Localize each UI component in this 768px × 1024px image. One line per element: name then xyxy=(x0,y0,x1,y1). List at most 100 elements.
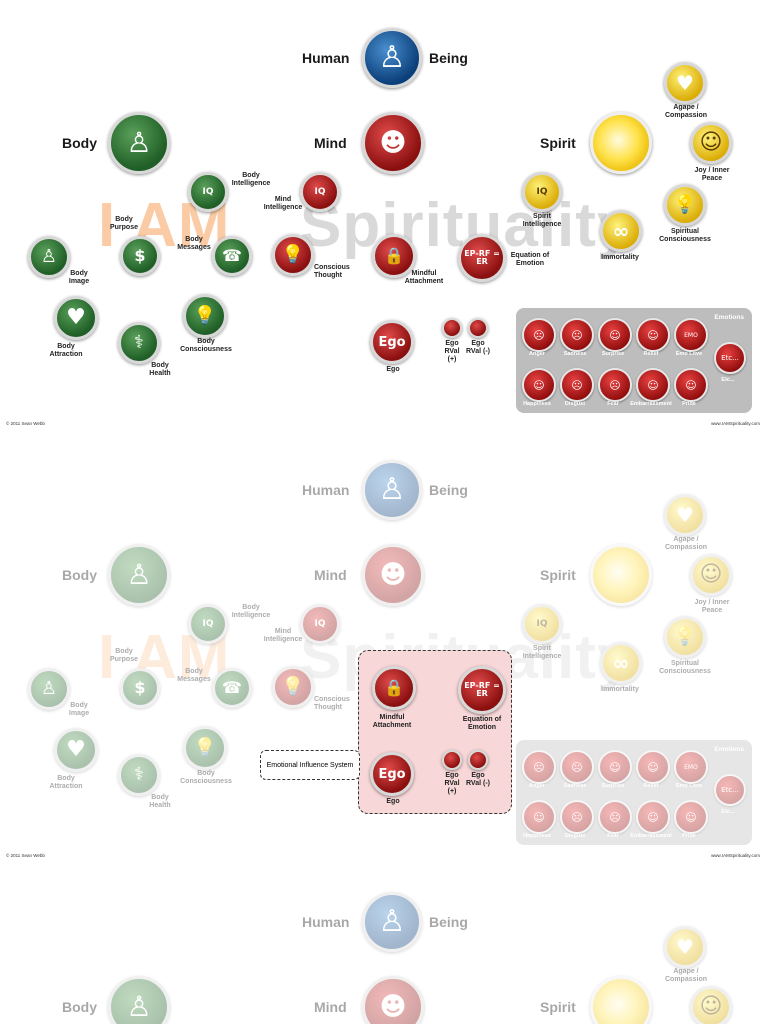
joy-smiley-icon: ☺ xyxy=(690,554,732,596)
disgust-label: Disgust xyxy=(564,833,586,839)
spiritual-consciousness-label: Spiritual Consciousness xyxy=(659,660,711,675)
etc-icon: Etc... xyxy=(714,342,746,374)
immortality-label: Immortality xyxy=(601,254,639,261)
anger-face-icon: ☹ xyxy=(522,750,556,784)
emo-love-label: Emo Love xyxy=(675,783,703,789)
title-human: Human xyxy=(302,482,350,498)
mind-intelligence-icon: IQ xyxy=(300,172,340,212)
spiritual-consciousness-label: Spiritual Consciousness xyxy=(659,228,711,243)
heading-body: Body xyxy=(62,567,97,583)
anger-face-icon: ☹ xyxy=(522,318,556,352)
body-health-label: Body Health xyxy=(149,794,171,809)
human-figure-icon: ♙ xyxy=(362,28,422,88)
mind-intelligence-icon: IQ xyxy=(300,604,340,644)
happiness-label: Happiness xyxy=(523,833,551,839)
fear-label: Fear xyxy=(607,833,619,839)
happiness-label: Happiness xyxy=(523,401,551,407)
emotions-title: Emotions xyxy=(714,746,744,753)
spirit-sun-icon xyxy=(590,112,652,174)
mind-head-icon: ☻ xyxy=(362,976,424,1024)
embarrassment-label: Embarrassment xyxy=(630,833,672,839)
mindful-attachment-label: Mindful Attachment xyxy=(372,714,412,729)
etc-label: Etc... xyxy=(721,377,735,383)
meditation-icon: ♙ xyxy=(108,976,170,1024)
body-attraction-label: Body Attraction xyxy=(49,775,83,790)
sadness-face-icon: ☹ xyxy=(560,750,594,784)
ego-label: Ego xyxy=(386,366,400,373)
sadness-face-icon: ☹ xyxy=(560,318,594,352)
infinity-icon: ∞ xyxy=(600,642,642,684)
embarrassment-face-icon: ☺ xyxy=(636,800,670,834)
body-consciousness-label: Body Consciousness xyxy=(180,770,232,785)
ego-label: Ego xyxy=(386,798,400,805)
mind-head-icon: ☻ xyxy=(362,112,424,174)
agape-label: Agape / Compassion xyxy=(664,536,707,551)
body-purpose-icon: $ xyxy=(120,236,160,276)
body-image-label: Body Image xyxy=(68,702,90,717)
anger-label: Anger xyxy=(529,351,545,357)
mindful-attachment-icon: 🔒 xyxy=(372,234,416,278)
joy-smiley-icon: ☺ xyxy=(690,122,732,164)
ego-rval-plus-label: Ego RVal (+) xyxy=(444,772,460,795)
surprise-face-icon: ☺ xyxy=(598,750,632,784)
heart-icon: ♥ xyxy=(54,296,98,340)
body-image-label: Body Image xyxy=(68,270,90,285)
heading-body: Body xyxy=(62,999,97,1015)
emotions-title: Emotions xyxy=(714,314,744,321)
mind-intelligence-label: Mind Intelligence xyxy=(263,628,303,643)
relief-face-icon: ☺ xyxy=(636,318,670,352)
body-purpose-label: Body Purpose xyxy=(109,216,138,231)
ego-rval-minus-icon xyxy=(468,318,488,338)
spirit-intelligence-icon: IQ xyxy=(522,604,562,644)
relief-label: Relief xyxy=(643,351,659,357)
site-url: www.IAMSpirituality.com xyxy=(711,853,760,858)
diagram-panel-focus: I AM Spirituality Human ♙ Being Body ♙ M… xyxy=(0,432,768,864)
body-lightbulb-icon: 💡 xyxy=(183,294,227,338)
heading-spirit: Spirit xyxy=(540,567,576,583)
body-intelligence-label: Body Intelligence xyxy=(231,604,271,619)
title-being: Being xyxy=(429,914,468,930)
spirit-lightbulb-icon: 💡 xyxy=(664,184,706,226)
fear-label: Fear xyxy=(607,401,619,407)
sadness-label: Sadness xyxy=(563,351,587,357)
sadness-label: Sadness xyxy=(563,783,587,789)
spirit-sun-icon xyxy=(590,976,652,1024)
ego-rval-plus-label: Ego RVal (+) xyxy=(444,340,460,363)
copyright: © 2011 Sean Webb xyxy=(6,853,45,858)
spirit-intelligence-label: Spirit Intelligence xyxy=(522,645,562,660)
body-health-label: Body Health xyxy=(149,362,171,377)
happiness-face-icon: ☺ xyxy=(522,800,556,834)
mind-head-icon: ☻ xyxy=(362,544,424,606)
body-purpose-label: Body Purpose xyxy=(109,648,138,663)
heading-mind: Mind xyxy=(314,135,347,151)
relief-face-icon: ☺ xyxy=(636,750,670,784)
anger-label: Anger xyxy=(529,783,545,789)
copyright: © 2011 Sean Webb xyxy=(6,421,45,426)
body-lightbulb-icon: 💡 xyxy=(183,726,227,770)
ego-rval-plus-icon xyxy=(442,318,462,338)
title-human: Human xyxy=(302,914,350,930)
meditation-icon: ♙ xyxy=(108,544,170,606)
body-intelligence-icon: IQ xyxy=(188,604,228,644)
mind-intelligence-label: Mind Intelligence xyxy=(263,196,303,211)
body-image-icon: ♙ xyxy=(28,236,70,278)
body-image-icon: ♙ xyxy=(28,668,70,710)
agape-heart-icon: ♥ xyxy=(664,62,706,104)
caduceus-icon: ⚕ xyxy=(118,322,160,364)
heading-spirit: Spirit xyxy=(540,999,576,1015)
joy-label: Joy / Inner Peace xyxy=(694,167,730,182)
title-being: Being xyxy=(429,482,468,498)
emo-love-icon: EMO xyxy=(674,750,708,784)
ego-rval-minus-label: Ego RVal (-) xyxy=(466,772,490,787)
conscious-thought-icon: 💡 xyxy=(272,666,314,708)
etc-icon: Etc... xyxy=(714,774,746,806)
agape-label: Agape / Compassion xyxy=(664,968,707,983)
conscious-thought-icon: 💡 xyxy=(272,234,314,276)
agape-heart-icon: ♥ xyxy=(664,494,706,536)
ego-rval-plus-icon xyxy=(442,750,462,770)
caduceus-icon: ⚕ xyxy=(118,754,160,796)
infinity-icon: ∞ xyxy=(600,210,642,252)
ego-icon: Ego xyxy=(370,320,414,364)
etc-label: Etc... xyxy=(721,809,735,815)
emotions-panel: Emotions ☹ Anger ☹ Sadness ☺ Surprise ☺ … xyxy=(516,308,752,413)
